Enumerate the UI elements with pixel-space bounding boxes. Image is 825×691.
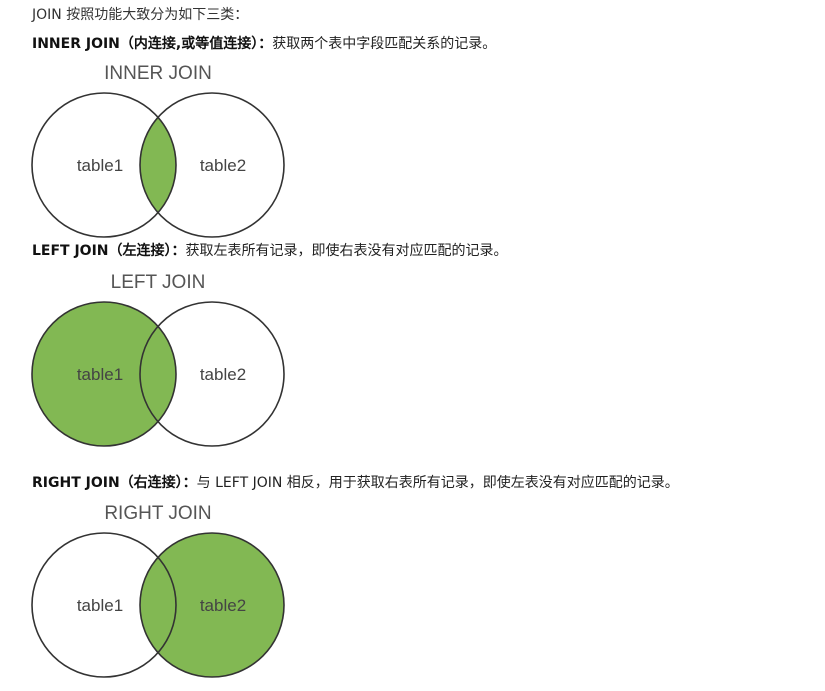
table2-label: table2: [200, 596, 246, 615]
table2-circle: [139, 532, 285, 678]
inner-join-title: INNER JOIN: [104, 63, 212, 84]
inner-join-term: INNER JOIN（内连接,或等值连接）：: [32, 36, 273, 52]
table2-label: table2: [200, 365, 246, 384]
table2-circle: [139, 92, 285, 238]
table2-circle: [139, 301, 285, 447]
table1-label: table1: [77, 596, 123, 615]
table1-label: table1: [77, 365, 123, 384]
inner-join-description: INNER JOIN（内连接,或等值连接）：获取两个表中字段匹配关系的记录。: [32, 33, 496, 53]
left-table-fill: [32, 302, 176, 446]
left-join-description: LEFT JOIN（左连接）：获取左表所有记录，即使右表没有对应匹配的记录。: [32, 240, 508, 260]
right-join-description: RIGHT JOIN（右连接）：与 LEFT JOIN 相反，用于获取右表所有记…: [32, 472, 679, 492]
table1-circle: [31, 92, 177, 238]
left-join-title: LEFT JOIN: [111, 272, 206, 293]
right-join-term: RIGHT JOIN（右连接）：: [32, 475, 197, 491]
inner-join-venn-diagram: INNER JOIN table1 table2: [28, 58, 290, 238]
left-join-term: LEFT JOIN（左连接）：: [32, 243, 186, 259]
right-join-title: RIGHT JOIN: [104, 503, 211, 524]
right-join-desc: 与 LEFT JOIN 相反，用于获取右表所有记录，即使左表没有对应匹配的记录。: [196, 475, 679, 491]
right-table-fill: [140, 533, 284, 677]
table1-circle: [31, 301, 177, 447]
table1-label: table1: [77, 156, 123, 175]
left-join-venn-diagram: LEFT JOIN table1 table2: [28, 267, 290, 447]
table1-circle: [31, 532, 177, 678]
inner-join-desc: 获取两个表中字段匹配关系的记录。: [272, 36, 497, 52]
left-join-desc: 获取左表所有记录，即使右表没有对应匹配的记录。: [185, 243, 508, 259]
intro-text: JOIN 按照功能大致分为如下三类：: [32, 7, 249, 23]
right-join-venn-diagram: RIGHT JOIN table1 table2: [28, 498, 290, 678]
table2-label: table2: [200, 156, 246, 175]
